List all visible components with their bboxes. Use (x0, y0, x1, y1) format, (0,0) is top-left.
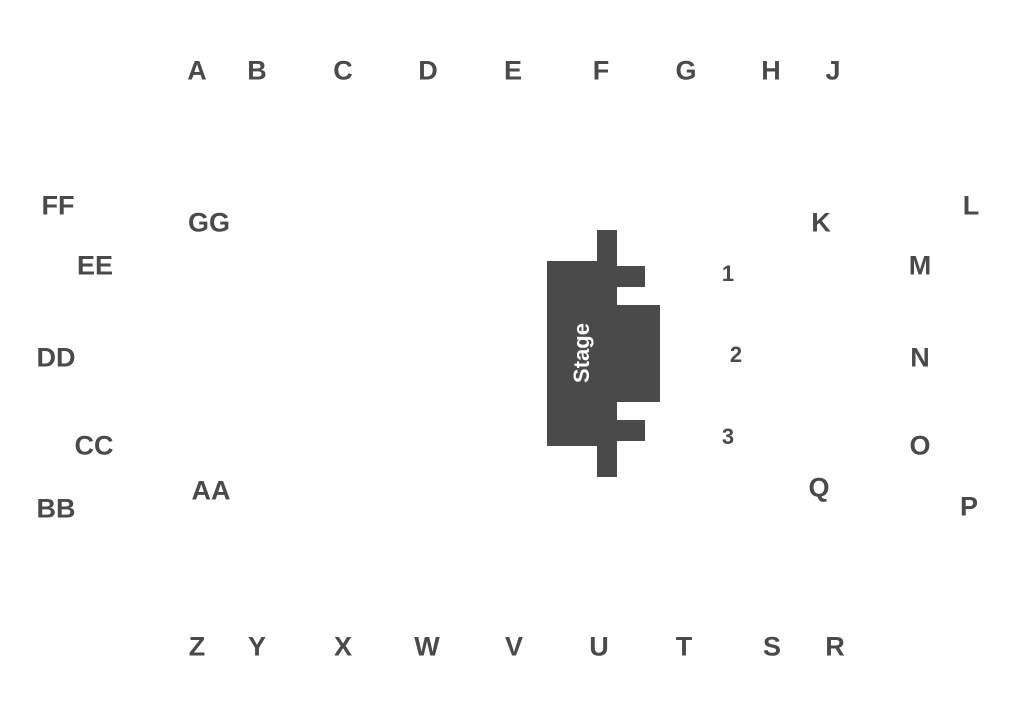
section-q[interactable]: Q (808, 472, 830, 503)
section-a[interactable]: A (187, 55, 207, 86)
section-ff[interactable]: FF (41, 190, 75, 221)
section-c[interactable]: C (333, 55, 353, 86)
stage-label: Stage (569, 323, 594, 383)
stage-outline (547, 230, 660, 477)
section-k[interactable]: K (811, 207, 831, 238)
section-v[interactable]: V (504, 631, 524, 662)
section-3[interactable]: 3 (721, 424, 735, 449)
section-j[interactable]: J (825, 55, 841, 86)
section-d[interactable]: D (418, 55, 438, 86)
section-z[interactable]: Z (188, 631, 206, 662)
section-2[interactable]: 2 (729, 342, 743, 367)
section-r[interactable]: R (825, 631, 845, 662)
section-aa[interactable]: AA (191, 475, 231, 506)
section-p[interactable]: P (959, 491, 979, 522)
section-g[interactable]: G (675, 55, 697, 86)
section-b[interactable]: B (247, 55, 267, 86)
section-y[interactable]: Y (247, 631, 267, 662)
section-dd[interactable]: DD (36, 342, 76, 373)
section-e[interactable]: E (503, 55, 523, 86)
section-u[interactable]: U (589, 631, 609, 662)
section-l[interactable]: L (962, 190, 980, 221)
section-n[interactable]: N (910, 342, 930, 373)
section-bb[interactable]: BB (36, 493, 76, 524)
section-cc[interactable]: CC (74, 430, 114, 461)
section-o[interactable]: O (909, 430, 931, 461)
section-w[interactable]: W (414, 631, 440, 662)
section-gg[interactable]: GG (187, 207, 231, 238)
section-h[interactable]: H (761, 55, 781, 86)
section-m[interactable]: M (908, 250, 932, 281)
section-x[interactable]: X (333, 631, 353, 662)
section-f[interactable]: F (592, 55, 610, 86)
section-ee[interactable]: EE (76, 250, 114, 281)
section-t[interactable]: T (675, 631, 693, 662)
section-s[interactable]: S (762, 631, 782, 662)
section-1[interactable]: 1 (721, 261, 735, 286)
